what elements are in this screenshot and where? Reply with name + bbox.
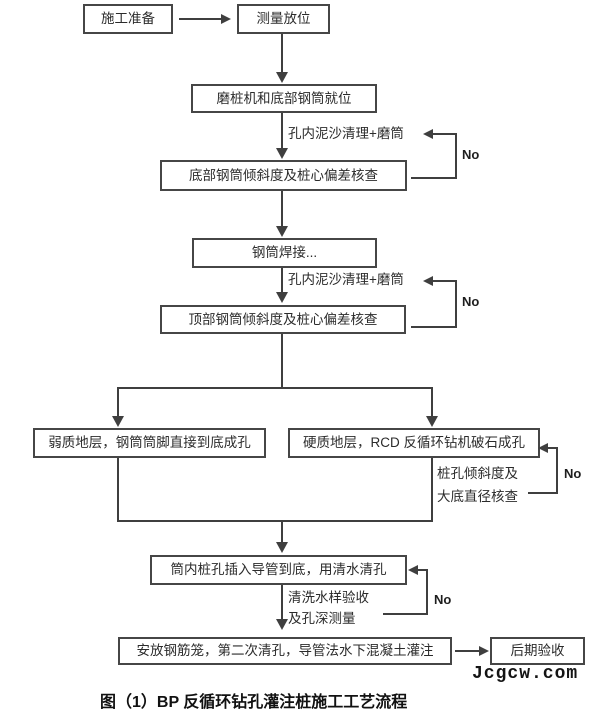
arrowhead-left-icon — [423, 129, 433, 139]
no-label-1: No — [462, 147, 480, 162]
edge-label-incline-check-1: 桩孔倾斜度及 — [437, 466, 518, 481]
node-soft-ground: 弱质地层，钢筒筒脚直接到底成孔 — [33, 428, 266, 458]
node-concrete-pour: 安放钢筋笼，第二次清孔，导管法水下混凝土灌注 — [118, 637, 452, 665]
node-pipe-insert: 筒内桩孔插入导管到底，用清水清孔 — [150, 555, 407, 585]
noloop3-vline — [556, 447, 558, 493]
noloop1-vline — [455, 133, 457, 178]
arrowhead-down-icon — [276, 542, 288, 553]
noloop4-bottom-line — [383, 613, 428, 615]
connector-topcheck-branch — [281, 334, 283, 389]
merge-right-vline — [431, 458, 433, 522]
noloop2-vline — [455, 280, 457, 327]
connector-prepare-survey — [179, 18, 221, 20]
noloop3-top-line — [547, 447, 558, 449]
figure-caption: 图（1）BP 反循环钻孔灌注桩施工工艺流程 — [100, 694, 408, 711]
arrowhead-down-icon — [276, 72, 288, 83]
arrowhead-left-icon — [408, 565, 418, 575]
arrowhead-down-icon — [276, 292, 288, 303]
branch-right-vline — [431, 387, 433, 417]
noloop2-bottom-line — [411, 326, 457, 328]
arrowhead-left-icon — [423, 276, 433, 286]
edge-label-wash-check-1: 清洗水样验收 — [288, 590, 369, 605]
node-welding: 钢筒焊接... — [192, 238, 377, 268]
node-bottom-check: 底部钢筒倾斜度及桩心偏差核查 — [160, 160, 407, 191]
connector-survey-rig — [281, 34, 283, 72]
edge-label-wash-check-2: 及孔深测量 — [288, 611, 356, 626]
arrowhead-down-icon — [276, 619, 288, 630]
arrowhead-left-icon — [538, 443, 548, 453]
node-hard-ground: 硬质地层，RCD 反循环钻机破石成孔 — [288, 428, 540, 458]
noloop3-bottom-line — [528, 492, 558, 494]
connector-welding-topcheck — [281, 268, 283, 293]
merge-left-vline — [117, 458, 119, 522]
no-label-4: No — [434, 592, 452, 607]
arrowhead-right-icon — [479, 646, 489, 656]
connector-rig-bottomcheck — [281, 113, 283, 148]
noloop2-top-line — [432, 280, 456, 282]
connector-merge-pipe — [281, 520, 283, 543]
arrowhead-down-icon — [276, 226, 288, 237]
branch-left-vline — [117, 387, 119, 417]
edge-label-mud-clean-1: 孔内泥沙清理+磨筒 — [288, 126, 404, 141]
noloop4-top-line — [417, 569, 428, 571]
noloop1-bottom-line — [411, 177, 457, 179]
no-label-2: No — [462, 294, 480, 309]
edge-label-mud-clean-2: 孔内泥沙清理+磨筒 — [288, 272, 404, 287]
watermark: Jcgcw.com — [472, 664, 579, 684]
branch-hline — [117, 387, 433, 389]
connector-concrete-acceptance — [455, 650, 479, 652]
node-prepare: 施工准备 — [83, 4, 173, 34]
node-acceptance: 后期验收 — [490, 637, 585, 665]
arrowhead-down-icon — [276, 148, 288, 159]
node-rig-position: 磨桩机和底部钢筒就位 — [191, 84, 377, 113]
arrowhead-down-icon — [112, 416, 124, 427]
node-top-check: 顶部钢筒倾斜度及桩心偏差核查 — [160, 305, 406, 334]
merge-hline — [117, 520, 433, 522]
noloop1-top-line — [432, 133, 456, 135]
noloop4-vline — [426, 569, 428, 615]
edge-label-incline-check-2: 大底直径核查 — [437, 489, 518, 504]
arrowhead-right-icon — [221, 14, 231, 24]
connector-bottomcheck-welding — [281, 191, 283, 226]
no-label-3: No — [564, 466, 582, 481]
node-survey: 测量放位 — [237, 4, 330, 34]
connector-pipe-concrete — [281, 585, 283, 620]
arrowhead-down-icon — [426, 416, 438, 427]
